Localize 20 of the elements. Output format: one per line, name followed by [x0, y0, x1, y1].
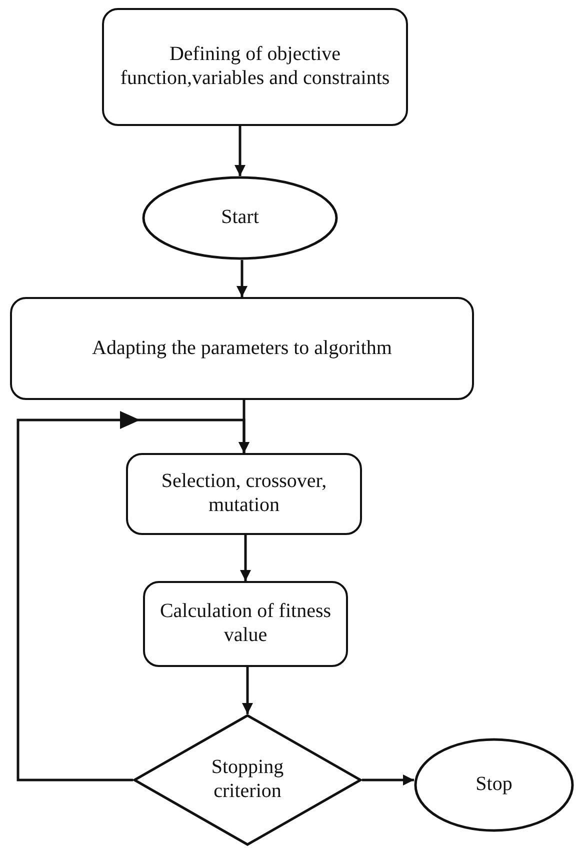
process-box — [126, 453, 362, 535]
terminal-ellipse — [414, 738, 574, 832]
arrow — [240, 535, 251, 581]
process-box — [102, 8, 408, 126]
terminal-ellipse — [142, 176, 338, 260]
process-box — [143, 581, 348, 667]
node-label: Selection, crossover, mutation — [160, 470, 328, 518]
node-label: Start — [221, 206, 259, 230]
arrow — [234, 126, 246, 176]
node-label: Defining of objective function,variables and constraints — [119, 43, 391, 91]
decision-diamond — [133, 714, 362, 846]
arrow — [16, 411, 250, 782]
node-label: Stop — [476, 773, 512, 797]
arrow — [242, 667, 253, 714]
arrow — [362, 774, 414, 786]
node-label: Calculation of fitness value — [159, 600, 332, 648]
arrow — [236, 260, 248, 297]
process-box — [10, 297, 474, 400]
node-label: Stopping criterion — [210, 756, 285, 804]
node-label: Adapting the parameters to algorithm — [92, 336, 392, 360]
